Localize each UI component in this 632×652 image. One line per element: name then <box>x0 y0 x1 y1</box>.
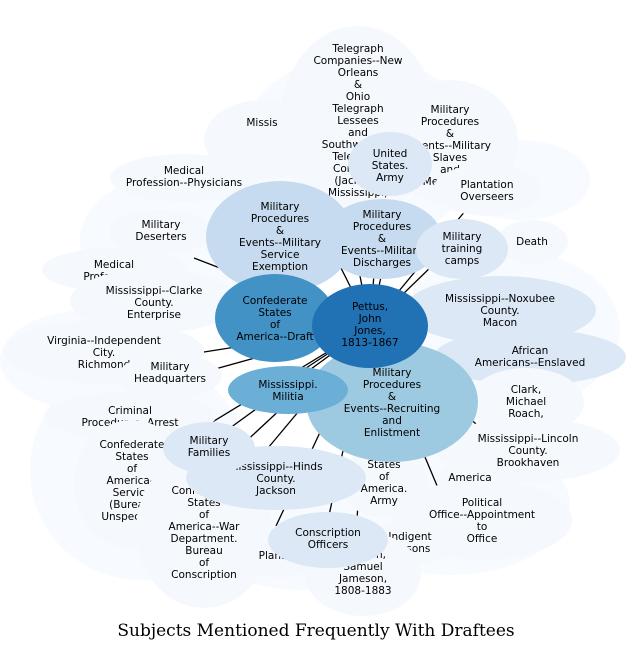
node-label: Missis <box>246 117 277 129</box>
node-bubble <box>228 366 348 414</box>
node-bubble <box>404 276 596 344</box>
node-bubble <box>204 100 320 180</box>
node-bubble <box>306 342 478 462</box>
node-mississippi-militia[interactable]: Mississippi.Militia <box>228 366 348 414</box>
node-label: Mississippi.Militia <box>258 379 317 403</box>
node-label: America <box>448 472 491 484</box>
node-bubble <box>206 181 354 293</box>
node-label: Death <box>516 236 548 248</box>
node-bubble <box>468 368 584 436</box>
node-bubble <box>118 354 222 398</box>
node-bubble <box>109 210 213 254</box>
node-bubble <box>340 446 428 518</box>
node-bubble <box>433 164 541 216</box>
node-bubble <box>496 220 568 264</box>
node-bubble <box>440 462 500 494</box>
node-death[interactable]: Death <box>496 220 568 264</box>
node-bubble <box>416 219 508 279</box>
node-mississippi-hidden[interactable]: Missis <box>204 100 320 180</box>
node-bubble <box>322 199 442 279</box>
node-bubble <box>434 329 626 385</box>
node-bubble <box>110 154 258 202</box>
node-bubble <box>215 274 335 362</box>
node-bubble <box>268 512 388 568</box>
diagram-title: Subjects Mentioned Frequently With Draft… <box>117 621 514 641</box>
node-bubble <box>44 392 216 440</box>
node-bubble <box>348 132 432 196</box>
node-bubble <box>163 422 255 474</box>
node-bubble <box>70 269 238 333</box>
node-bubble <box>312 284 428 368</box>
node-confederate-states-army[interactable]: (CStatesofAmerica.Army <box>340 446 428 518</box>
node-label: (CStatesofAmerica.Army <box>361 447 408 507</box>
node-american-hidden[interactable]: America <box>440 462 500 494</box>
